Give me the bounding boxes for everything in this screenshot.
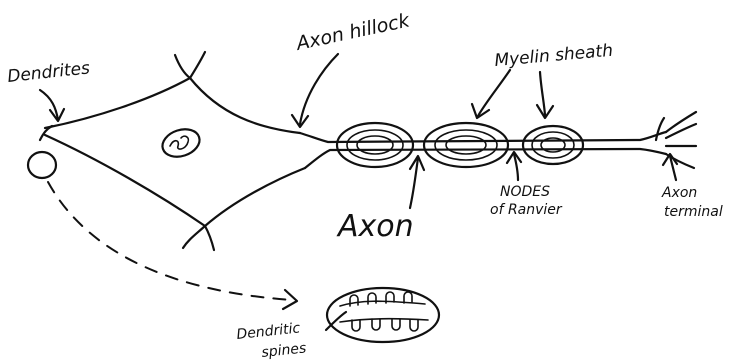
axon-hillock-arrow xyxy=(290,52,340,129)
label-axon-terminal-line1: Axon xyxy=(661,185,697,201)
nodes-arrow xyxy=(505,150,523,182)
axon-terminal xyxy=(654,110,698,170)
label-dendritic-spines-line2: spines xyxy=(261,340,307,361)
label-nodes-line1: NODES xyxy=(500,184,550,200)
label-nodes-line2: of Ranvier xyxy=(490,202,563,218)
dendritic-spines-inset xyxy=(325,286,441,344)
myelin-sheath-3 xyxy=(521,124,585,166)
myelin-sheath-arrows xyxy=(470,68,555,120)
label-myelin-sheath: Myelin sheath xyxy=(494,41,614,71)
myelin-sheath-1 xyxy=(335,121,415,169)
label-dendritic-spines-line1: Dendritic xyxy=(236,320,301,343)
axon-arrow xyxy=(408,154,426,210)
cell-body xyxy=(38,50,307,252)
axon-terminal-arrow xyxy=(661,152,679,182)
label-axon-terminal-line2: terminal xyxy=(664,204,723,220)
label-dendrites: Dendrites xyxy=(6,58,91,87)
nucleus xyxy=(161,128,201,158)
label-axon: Axon xyxy=(336,209,414,244)
dendrites-arrow xyxy=(38,88,66,123)
dendrite-bubble xyxy=(26,150,58,180)
dendritic-spines-arrow xyxy=(324,310,348,332)
label-axon-hillock: Axon hillock xyxy=(293,9,413,55)
dashed-leader xyxy=(47,181,299,311)
myelin-sheath-2 xyxy=(422,121,510,169)
